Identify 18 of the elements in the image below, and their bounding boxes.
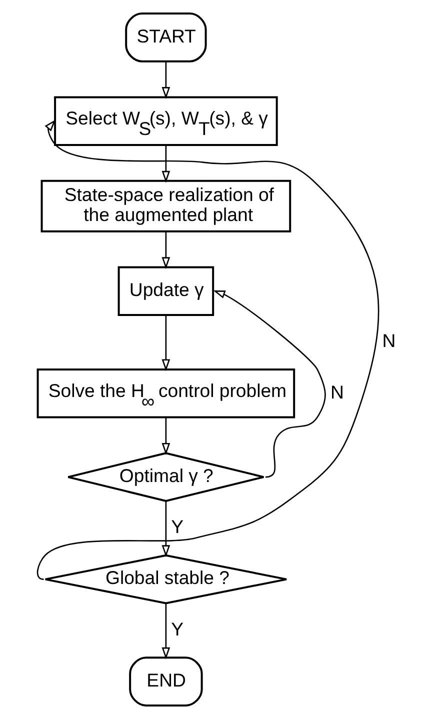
edge-label: Y xyxy=(171,618,184,640)
node-box: START xyxy=(125,12,207,62)
arrow xyxy=(162,232,170,270)
arrow xyxy=(162,62,170,100)
arrow xyxy=(162,418,170,455)
node-box: State-space realization of the augmented plant xyxy=(40,180,292,232)
node-box: END xyxy=(129,656,203,706)
edge-label: N xyxy=(330,381,344,402)
node-diamond: Global stable ? xyxy=(44,554,288,604)
edge-label: Y xyxy=(171,516,184,538)
edge-label: N xyxy=(382,330,396,352)
arrow xyxy=(162,603,170,660)
arrow xyxy=(162,315,170,372)
node-box: Update γ xyxy=(118,266,214,316)
arrow xyxy=(162,500,170,558)
arrow xyxy=(162,145,170,183)
node-diamond: Optimal γ ? xyxy=(67,452,265,502)
arrow xyxy=(36,120,380,580)
